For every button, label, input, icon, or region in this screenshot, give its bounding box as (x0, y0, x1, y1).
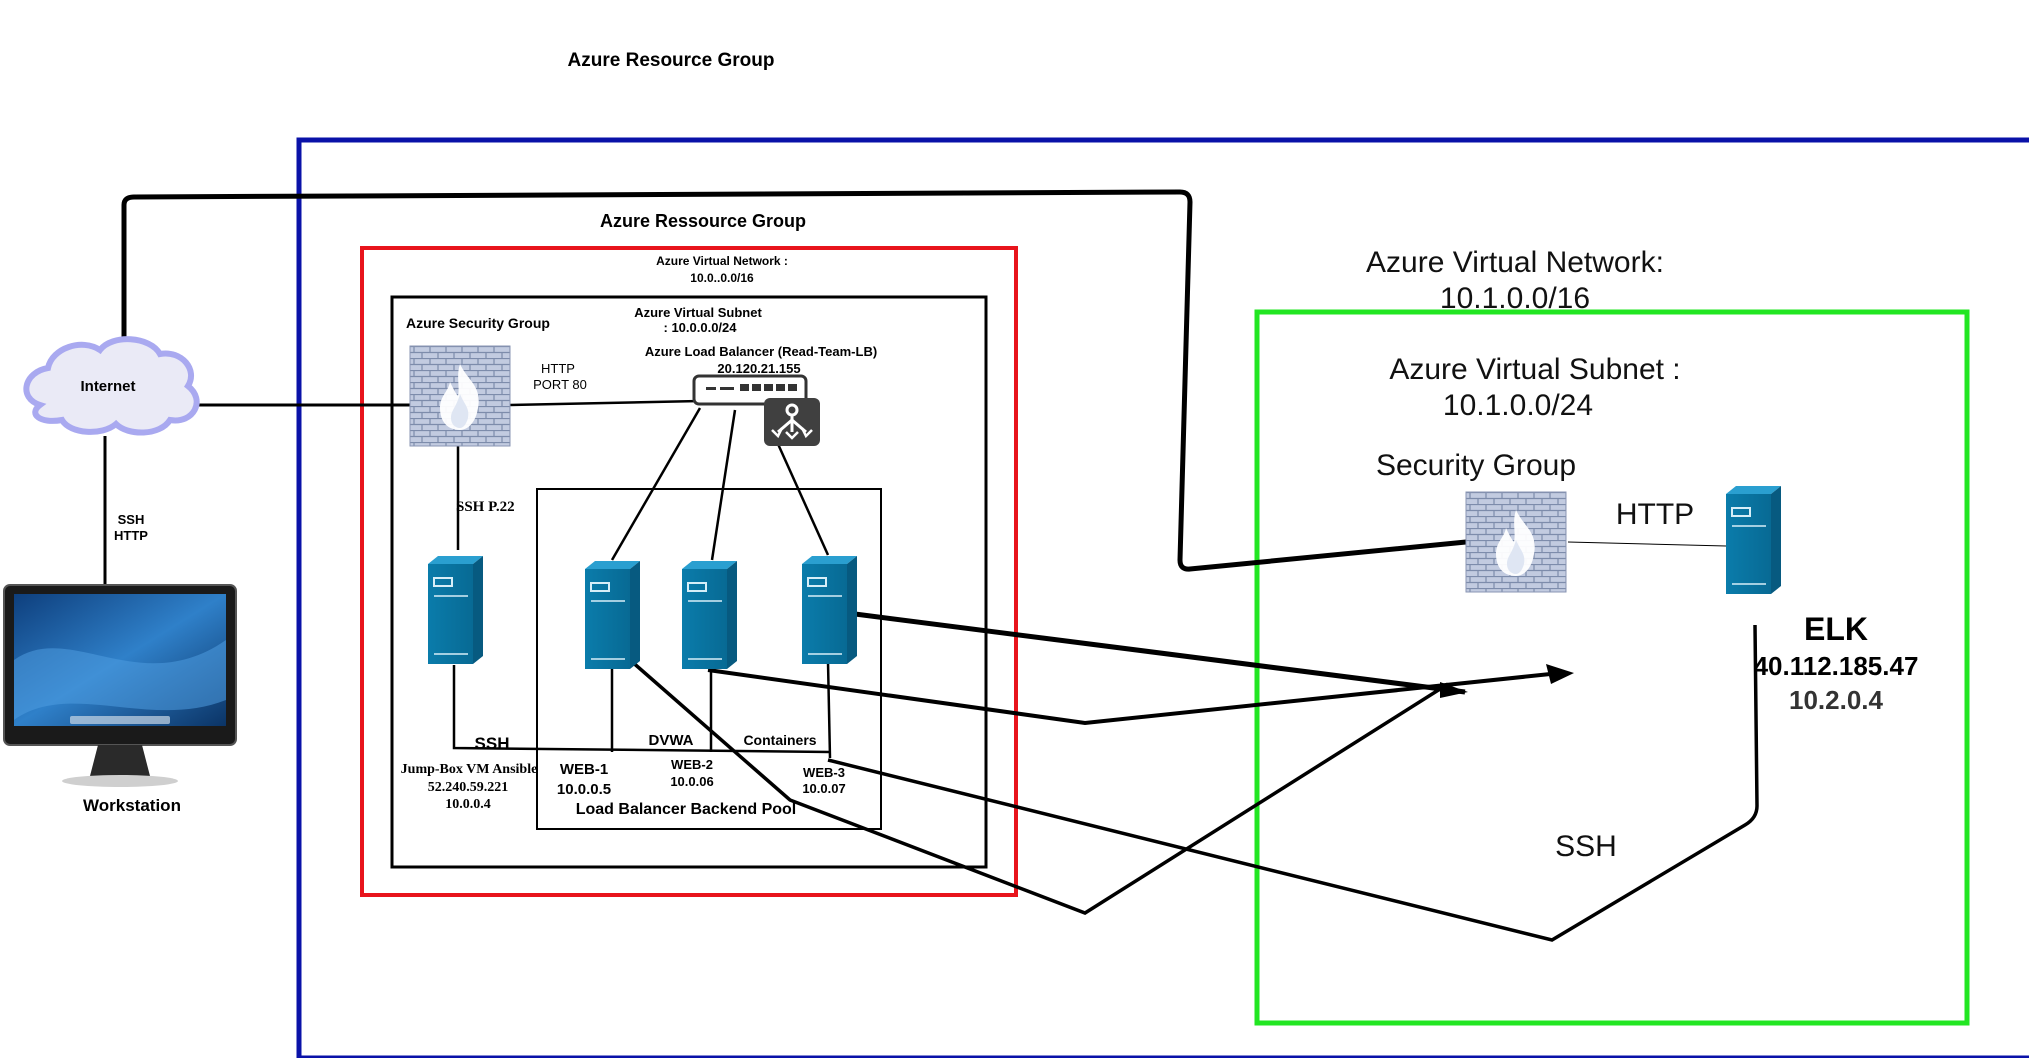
jumpbox-public-ip: 52.240.59.221 (428, 780, 509, 795)
elk-private-ip: 10.2.0.4 (1789, 685, 1884, 715)
left-vnet-label: Azure Virtual Network : (656, 254, 788, 268)
lb-ip-label: 20.120.21.155 (717, 361, 800, 376)
jumpbox-private-ip: 10.0.0.4 (445, 797, 491, 812)
left-vnet-cidr: 10.0..0.0/16 (690, 271, 754, 285)
lb-name-label: Azure Load Balancer (Read-Team-LB) (645, 344, 877, 359)
left-subnet-label: Azure Virtual Subnet (634, 305, 762, 320)
load-balancer-icon (764, 398, 820, 446)
web3-ip-label: 10.0.07 (802, 781, 845, 796)
right-security-group-label: Security Group (1376, 449, 1576, 482)
left-vnet-border (390, 295, 988, 869)
elk-name-label: ELK (1804, 611, 1868, 647)
dvwa-label: DVWA (649, 732, 694, 749)
internet-label: Internet (80, 378, 135, 395)
monitor-icon (3, 584, 237, 787)
jumpbox-server-icon (427, 555, 484, 665)
web2-name-label: WEB-2 (671, 757, 713, 772)
web3-name-label: WEB-3 (803, 765, 845, 780)
connection-lines (103, 189, 1759, 942)
ssh-port-label: SSH P.22 (456, 499, 515, 515)
web1-to-elk-line (628, 658, 1449, 915)
web2-to-elk-line (707, 668, 1561, 726)
right-subnet-cidr: 10.1.0.0/24 (1443, 389, 1593, 422)
web1-name-label: WEB-1 (560, 761, 608, 778)
web1-server-icon (584, 560, 641, 670)
firewall-to-lb-line (509, 399, 701, 407)
http-port-label: PORT 80 (533, 377, 587, 392)
ssh-bus-line (452, 665, 831, 754)
right-ssh-label: SSH (1555, 830, 1617, 863)
backend-pool-border (536, 488, 882, 830)
ws-ssh-label: SSH (118, 512, 145, 527)
right-vnet-cidr: 10.1.0.0/16 (1440, 282, 1590, 315)
ssh-to-elk-line (827, 624, 1759, 942)
cloud-icon (23, 336, 200, 436)
jumpbox-name-label: Jump-Box VM Ansible (401, 762, 538, 777)
backend-pool-label: Load Balancer Backend Pool (576, 801, 797, 818)
internet-to-right-sg-line (121, 189, 1467, 572)
arrow-head-icon (1546, 664, 1574, 684)
left-security-group-label: Azure Security Group (406, 315, 550, 331)
network-switch-icon (692, 374, 808, 406)
left-resource-group-border (360, 246, 1018, 897)
right-vnet-label: Azure Virtual Network: (1366, 246, 1664, 279)
arrow-head-icon (1440, 682, 1468, 698)
web3-server-icon (801, 555, 858, 665)
top-title: Azure Resource Group (568, 50, 775, 71)
elk-server-icon (1725, 485, 1782, 595)
firewall-icon (409, 345, 511, 447)
left-subnet-cidr: : 10.0.0.0/24 (664, 320, 738, 335)
right-http-label: HTTP (1616, 498, 1694, 531)
workstation-label: Workstation (83, 796, 181, 815)
elk-public-ip: 40.112.185.47 (1754, 651, 1919, 681)
web2-server-icon (681, 560, 738, 670)
containers-label: Containers (743, 732, 816, 748)
right-subnet-label: Azure Virtual Subnet : (1389, 353, 1680, 386)
ws-http-label: HTTP (114, 528, 148, 543)
web1-ip-label: 10.0.0.5 (557, 781, 611, 798)
ssh-label: SSH (475, 734, 510, 753)
left-resource-group-label: Azure Ressource Group (600, 211, 806, 231)
outer-resource-group-border (296, 137, 2029, 1058)
firewall-icon (1465, 491, 1567, 593)
web2-ip-label: 10.0.06 (670, 774, 713, 789)
http-label: HTTP (541, 361, 575, 376)
web3-to-elk-line (854, 611, 1466, 695)
